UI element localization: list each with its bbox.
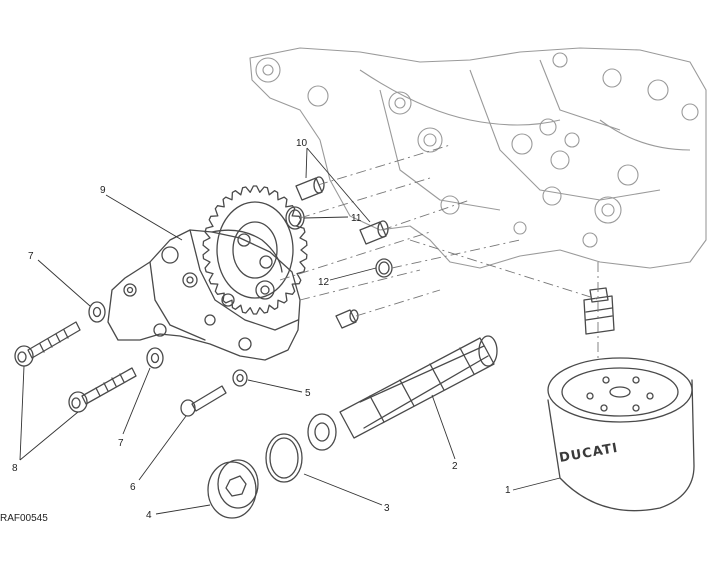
callout-6: 6 bbox=[130, 482, 136, 493]
pump-drive-gear bbox=[202, 185, 308, 315]
washer-item-5 bbox=[232, 369, 248, 387]
assembly-axis-lines bbox=[279, 144, 601, 360]
filter-nipple bbox=[583, 287, 615, 335]
o-ring-item-12 bbox=[375, 258, 393, 278]
callout-7-upper: 7 bbox=[28, 251, 34, 262]
washer-upper bbox=[88, 301, 106, 323]
washer-lower bbox=[146, 347, 164, 369]
filter-brand-label: DUCATI bbox=[558, 441, 619, 466]
drawing-code: RAF00545 bbox=[0, 513, 48, 524]
bushing-lower bbox=[359, 220, 389, 245]
callout-8: 8 bbox=[12, 463, 18, 474]
callout-3: 3 bbox=[384, 503, 390, 514]
screw-short bbox=[180, 385, 227, 417]
oil-pump-assembly bbox=[107, 229, 301, 361]
callout-1: 1 bbox=[505, 485, 511, 496]
callout-12: 12 bbox=[318, 277, 330, 288]
screw-long-upper bbox=[14, 321, 81, 367]
oil-strainer bbox=[307, 335, 498, 451]
oil-filter-cartridge: DUCATI bbox=[547, 357, 695, 512]
callout-10: 10 bbox=[296, 138, 308, 149]
grub-plug bbox=[335, 309, 359, 329]
screw-long-lower bbox=[68, 367, 137, 413]
o-ring-item-3 bbox=[265, 433, 303, 483]
bushing-upper bbox=[295, 176, 325, 201]
callout-labels: 1 2 3 4 5 6 7 7 8 9 10 11 12 bbox=[12, 138, 511, 521]
callout-11: 11 bbox=[351, 213, 362, 224]
leader-lines bbox=[19, 147, 561, 515]
callout-2: 2 bbox=[452, 461, 458, 472]
callout-5: 5 bbox=[305, 388, 311, 399]
crankcase-half bbox=[249, 47, 707, 269]
callout-4: 4 bbox=[146, 510, 152, 521]
callout-7-lower: 7 bbox=[118, 438, 124, 449]
drain-plug-cap bbox=[207, 459, 259, 519]
callout-9: 9 bbox=[100, 185, 106, 196]
